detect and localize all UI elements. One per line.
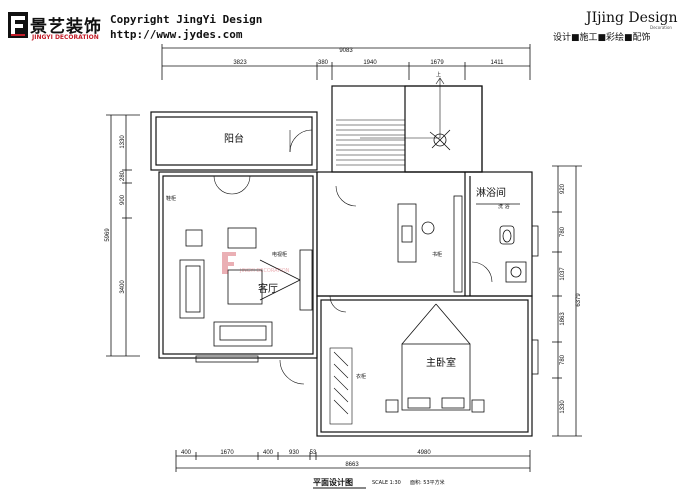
study-furniture xyxy=(397,195,463,293)
plant-icon xyxy=(429,129,451,151)
brand-name: JIjing Design xyxy=(586,10,678,26)
dim-right-total: 6379 xyxy=(576,293,582,307)
room-living: 客厅 xyxy=(258,282,278,295)
dim-left-2: 280 xyxy=(120,170,126,181)
wardrobe xyxy=(329,347,353,425)
label-shoe-cabinet: 鞋柜 xyxy=(166,195,176,202)
dim-left-total: 5969 xyxy=(105,228,111,242)
dim-bottom-5: 53 xyxy=(310,450,317,456)
dim-right-4: 1863 xyxy=(560,312,566,326)
watermark-text: JINGYI DECORATION xyxy=(239,268,290,274)
bed xyxy=(385,303,485,413)
plan-title: 平面设计图 xyxy=(313,477,353,487)
dim-top-1: 3823 xyxy=(233,60,247,66)
dim-top-total: 9083 xyxy=(339,48,353,54)
room-master: 主卧室 xyxy=(426,356,456,369)
dim-bottom-3: 400 xyxy=(263,450,274,456)
bath-fixtures xyxy=(476,203,527,283)
plan-area: 面积: 53平方米 xyxy=(410,479,445,486)
dim-bottom-1: 400 xyxy=(181,450,192,456)
dim-top-2: 380 xyxy=(318,60,329,66)
website-url[interactable]: http://www.jydes.com xyxy=(110,28,243,41)
label-bookshelf: 书柜 xyxy=(432,251,442,258)
dim-top-4: 1679 xyxy=(430,60,444,66)
dim-right-2: 780 xyxy=(560,226,566,237)
dim-top-5: 1411 xyxy=(491,60,505,66)
dim-bottom-4: 930 xyxy=(289,450,300,456)
dim-right-6: 1330 xyxy=(560,400,566,414)
plan-scale: SCALE 1:30 xyxy=(372,480,401,486)
dim-bottom-total: 8663 xyxy=(345,462,359,468)
dim-right-1: 920 xyxy=(560,183,566,194)
dim-top-3: 1940 xyxy=(363,60,377,66)
room-bath: 淋浴间 xyxy=(476,186,506,199)
dim-left-1: 1330 xyxy=(120,135,126,149)
room-balcony: 阳台 xyxy=(224,132,244,145)
dim-right-3: 1037 xyxy=(560,267,566,281)
dim-left-4: 3400 xyxy=(120,280,126,294)
label-wardrobe: 衣柜 xyxy=(356,373,366,380)
dim-right-5: 780 xyxy=(560,354,566,365)
brand-sub: Decoration xyxy=(650,25,672,30)
dim-bottom-6: 4980 xyxy=(417,450,431,456)
label-bath-small: 洗 浴 xyxy=(498,203,510,210)
dim-left-3: 900 xyxy=(120,194,126,205)
watermark: JINGYI DECORATION xyxy=(222,252,290,274)
logo-text-en: JINGYI DECORATION xyxy=(32,34,99,41)
logo-mark-icon xyxy=(8,12,28,38)
brand-tagline: 设计■施工■彩绘■配饰 xyxy=(553,33,651,43)
dim-bottom-2: 1670 xyxy=(220,450,234,456)
logo-text-cn: 景艺装饰 xyxy=(30,17,102,37)
logo: 景艺装饰 JINGYI DECORATION xyxy=(8,12,108,41)
copyright-text: Copyright JingYi Design xyxy=(110,13,263,26)
staircase xyxy=(336,77,445,166)
label-tv-cabinet: 电视柜 xyxy=(272,251,287,258)
stairs-up-label: 上 xyxy=(436,71,441,78)
living-furniture xyxy=(179,227,313,347)
